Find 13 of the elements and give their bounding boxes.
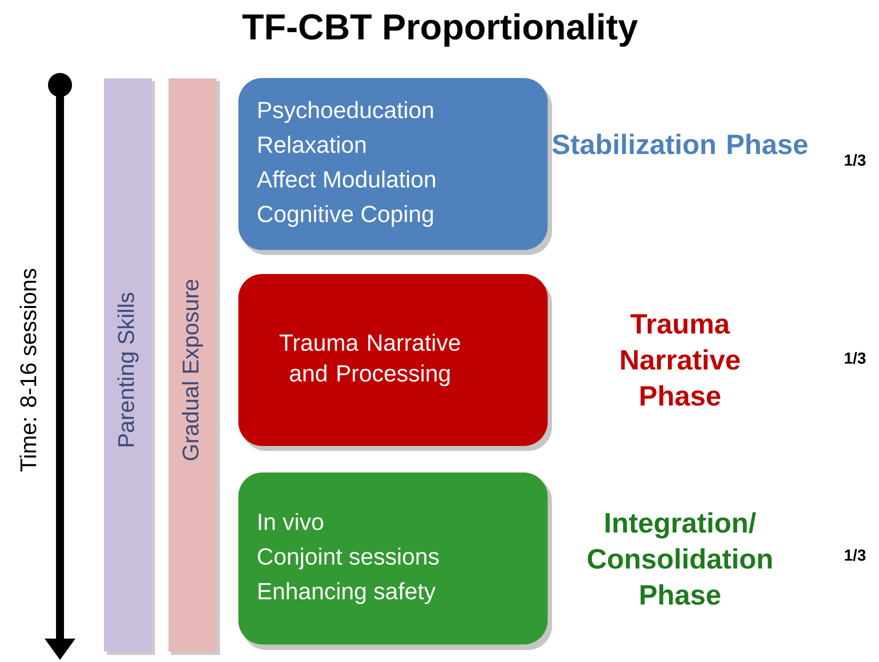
vertical-bar: Gradual Exposure (168, 78, 220, 655)
fraction-label: 1/3 (844, 154, 866, 166)
title: TF-CBT Proportionality (242, 13, 638, 47)
phase-label: Integration/ Consolidation Phase (588, 512, 772, 605)
axis-label: Time: 8-16 sessions (20, 268, 36, 472)
phase-box: Psychoeducation Relaxation Affect Modulation Cognitive Coping (238, 78, 552, 255)
phase-box: In vivo Conjoint sessions Enhancing safety (238, 472, 552, 650)
vertical-bar: Parenting Skills (104, 78, 155, 655)
fraction-label: 1/3 (844, 549, 866, 561)
phase-box: Trauma Narrative and Processing (238, 274, 552, 451)
fraction-label: 1/3 (844, 352, 866, 364)
phase-label: Stabilization Phase (552, 134, 808, 154)
phase-label: Trauma Narrative Phase (621, 314, 740, 406)
